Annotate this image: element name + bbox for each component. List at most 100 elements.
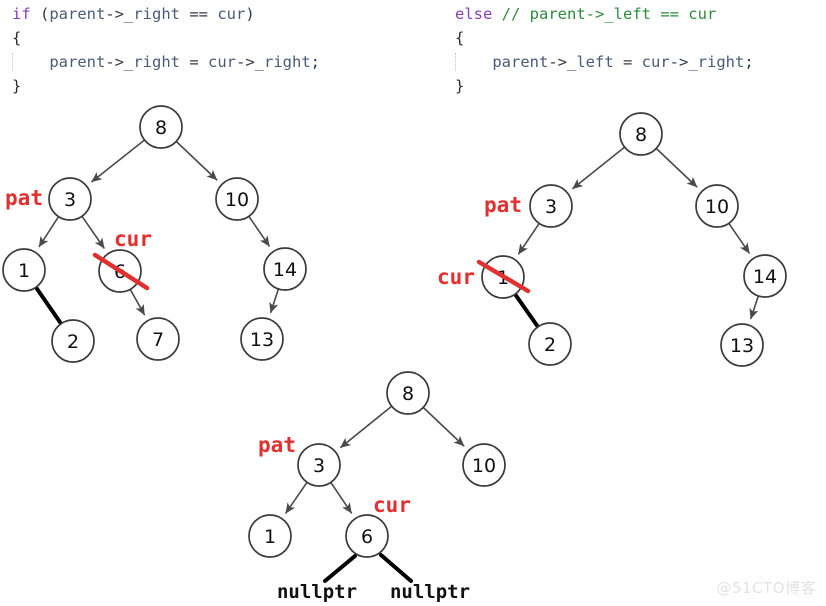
node-circle — [240, 317, 284, 361]
code-token: ) — [245, 5, 255, 23]
code-token: parent — [49, 53, 106, 71]
code-line: else // parent->_left == cur — [455, 2, 754, 26]
node-label: 13 — [730, 335, 754, 357]
code-line: if (parent->_right == cur) — [12, 2, 320, 26]
code-line: parent->_right = cur->_right; — [12, 50, 320, 74]
node-label: 2 — [544, 334, 556, 356]
code-token: _right — [688, 53, 745, 71]
node-label: 3 — [64, 189, 76, 211]
relink-edge — [513, 293, 540, 328]
pointer-annotation: cur — [114, 227, 152, 251]
pointer-annotation: pat — [258, 433, 296, 457]
tree-edge — [728, 223, 750, 254]
node-label: 1 — [18, 260, 30, 282]
indent-guide — [12, 53, 13, 71]
tree-node: 1 — [2, 248, 46, 292]
tree-edge — [91, 139, 145, 183]
relink-edge — [34, 286, 63, 325]
tree-edge — [423, 407, 465, 447]
node-circle — [529, 184, 573, 228]
node-circle — [619, 112, 663, 156]
tree-node: 10 — [462, 443, 506, 487]
code-token: _right — [254, 53, 311, 71]
tree-node: 3 — [48, 177, 92, 221]
code-token: = — [613, 53, 642, 71]
node-label: 10 — [225, 189, 249, 211]
tree-edge — [129, 289, 146, 316]
code-line: parent->_left = cur->_right; — [455, 50, 754, 74]
node-circle — [139, 105, 183, 149]
node-circle — [345, 514, 389, 558]
code-token: else — [455, 5, 493, 23]
tree-edge — [656, 148, 698, 188]
node-circle — [297, 443, 341, 487]
code-token: == — [180, 5, 218, 23]
node-label: 13 — [250, 329, 274, 351]
code-token: -> — [669, 53, 689, 71]
node-label: 14 — [753, 266, 777, 288]
tree-edge — [330, 482, 353, 514]
tree-node: 14 — [743, 254, 787, 298]
node-circle — [528, 322, 572, 366]
tree-node: 6 — [345, 514, 389, 558]
code-token: = — [180, 53, 208, 71]
tree-node: 10 — [695, 184, 739, 228]
nullptr-label: nullptr — [390, 581, 470, 603]
tree-edge — [339, 406, 392, 449]
pointer-annotation: pat — [5, 186, 43, 210]
code-token: // parent->_left == cur — [501, 5, 717, 23]
node-circle — [48, 177, 92, 221]
code-token: cur — [208, 53, 236, 71]
tree-edge — [517, 223, 540, 255]
node-label: 8 — [402, 383, 414, 405]
code-token: -> — [105, 5, 125, 23]
code-token: ( — [30, 5, 50, 23]
node-label: 1 — [264, 526, 276, 548]
tree-node: 2 — [528, 322, 572, 366]
node-label: 3 — [545, 196, 557, 218]
code-token: ; — [310, 53, 321, 71]
node-label: 10 — [472, 455, 496, 477]
delete-strike — [92, 252, 150, 291]
watermark: @51CTO博客 — [716, 579, 816, 597]
node-circle — [743, 254, 787, 298]
node-label: 2 — [67, 331, 79, 353]
node-circle — [695, 184, 739, 228]
code-line: } — [12, 74, 320, 98]
code-line: { — [12, 26, 320, 50]
tree-node: 14 — [263, 247, 307, 291]
code-token: if — [12, 5, 31, 23]
delete-strike — [476, 259, 531, 294]
code-token: -> — [236, 53, 255, 71]
tree-node: 13 — [240, 317, 284, 361]
code-line: } — [455, 74, 754, 98]
node-circle — [215, 177, 259, 221]
pointer-annotation: pat — [484, 193, 522, 217]
tree-tree-else-case: 8310114213patcur — [437, 112, 787, 367]
node-circle — [462, 443, 506, 487]
node-label: 10 — [705, 196, 729, 218]
tree-tree-if-case: 831016142713patcur — [2, 105, 307, 363]
node-circle — [51, 319, 95, 363]
tree-node: 3 — [529, 184, 573, 228]
code-token: } — [455, 77, 465, 95]
code-token: ; — [744, 53, 754, 71]
node-circle — [386, 371, 430, 415]
code-token: -> — [548, 53, 567, 71]
nullptr-edge — [379, 553, 413, 583]
tree-edge — [285, 482, 308, 514]
pointer-annotation: cur — [437, 265, 475, 289]
code-token: } — [12, 77, 22, 95]
code-token: { — [455, 29, 465, 47]
tree-edge — [572, 146, 625, 190]
node-label: 8 — [635, 124, 647, 146]
code-token: parent — [49, 5, 106, 23]
tree-node: 7 — [136, 317, 180, 361]
node-label: 7 — [152, 329, 164, 351]
tree-node: 1 — [248, 514, 292, 558]
node-circle — [720, 323, 764, 367]
tree-node: 2 — [51, 319, 95, 363]
tree-node: 8 — [139, 105, 183, 149]
